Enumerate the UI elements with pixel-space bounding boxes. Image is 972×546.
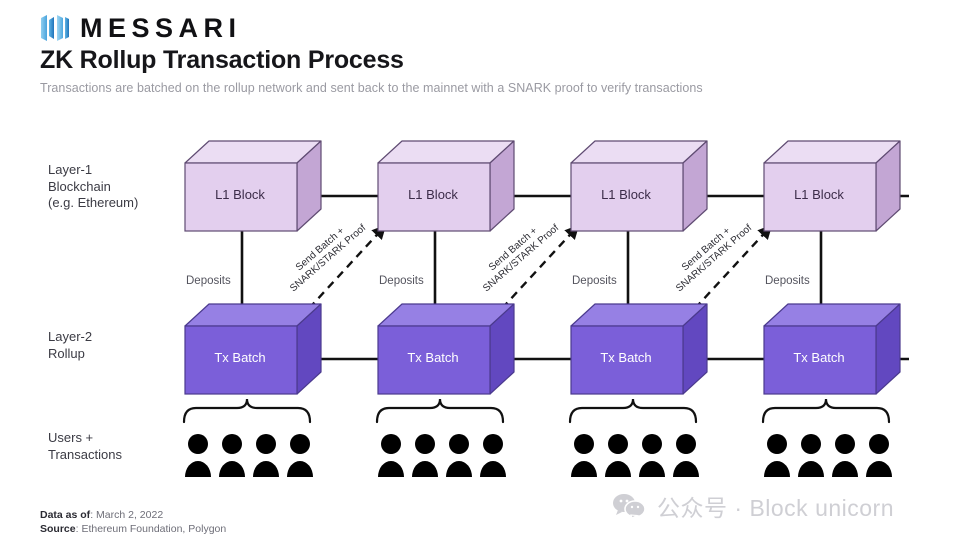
row-label-users-line1: Users + (48, 430, 94, 445)
person-icon (798, 434, 824, 477)
footer-data-as-of: Data as of: March 2, 2022 (40, 508, 226, 522)
curly-brace-icon (375, 398, 505, 424)
person-icon (673, 434, 699, 477)
footer-source: Source: Ethereum Foundation, Polygon (40, 522, 226, 536)
footer-data-as-of-value: March 2, 2022 (96, 509, 164, 521)
person-icon (764, 434, 790, 477)
page-title: ZK Rollup Transaction Process (40, 46, 404, 74)
person-icon (287, 434, 313, 477)
person-icon (480, 434, 506, 477)
footer-credits: Data as of: March 2, 2022 Source: Ethere… (40, 508, 226, 536)
users-group (763, 432, 893, 478)
l1-block-node[interactable]: L1 Block (570, 140, 708, 232)
brand-wordmark: MESSARI (80, 13, 242, 43)
l1-block-node[interactable]: L1 Block (184, 140, 322, 232)
person-icon (219, 434, 245, 477)
row-label-users-line2: Transactions (48, 446, 122, 462)
curly-brace-icon (761, 398, 891, 424)
l2-block-node[interactable]: Tx Batch (184, 303, 322, 395)
row-label-layer2: Layer-2 Rollup (48, 329, 92, 362)
watermark-text: 公众号 · Block unicorn (657, 495, 895, 521)
l1-block-node[interactable]: L1 Block (377, 140, 515, 232)
users-group (377, 432, 507, 478)
row-label-layer1-line3: (e.g. Ethereum) (48, 195, 139, 210)
curly-brace-icon (182, 398, 312, 424)
person-icon (412, 434, 438, 477)
l2-block-node[interactable]: Tx Batch (377, 303, 515, 395)
footer-source-sep: : (75, 523, 82, 535)
deposits-edge-label: Deposits (572, 275, 617, 287)
wechat-icon (613, 494, 646, 519)
page-subtitle: Transactions are batched on the rollup n… (40, 81, 703, 95)
l2-block-node[interactable]: Tx Batch (570, 303, 708, 395)
person-icon (832, 434, 858, 477)
footer-source-value: Ethereum Foundation, Polygon (81, 523, 227, 535)
watermark: 公众号 · Block unicorn (612, 489, 894, 523)
messari-m-logo-icon (41, 15, 69, 41)
row-label-layer2-line1: Layer-2 (48, 329, 93, 344)
person-icon (185, 434, 211, 477)
row-label-layer1: Layer-1 Blockchain (e.g. Ethereum) (48, 162, 138, 212)
person-icon (605, 434, 631, 477)
users-group (570, 432, 700, 478)
row-label-layer1-line2: Blockchain (48, 178, 111, 194)
person-icon (571, 434, 597, 477)
curly-brace-icon (568, 398, 698, 424)
person-icon (253, 434, 279, 477)
footer-source-key: Source (40, 523, 76, 535)
person-icon (378, 434, 404, 477)
footer-data-as-of-sep: : (90, 509, 97, 521)
deposits-edge-label: Deposits (186, 275, 231, 287)
person-icon (866, 434, 892, 477)
deposits-edge-label: Deposits (765, 275, 810, 287)
l2-block-node[interactable]: Tx Batch (763, 303, 901, 395)
row-label-layer2-line2: Rollup (48, 345, 85, 361)
person-icon (446, 434, 472, 477)
person-icon (639, 434, 665, 477)
l1-block-node[interactable]: L1 Block (763, 140, 901, 232)
deposits-edge-label: Deposits (379, 275, 424, 287)
users-group (184, 432, 314, 478)
row-label-users: Users + Transactions (48, 430, 122, 463)
messari-logo: MESSARI (40, 14, 242, 42)
row-label-layer1-line1: Layer-1 (48, 162, 93, 177)
footer-data-as-of-key: Data as of (40, 509, 91, 521)
